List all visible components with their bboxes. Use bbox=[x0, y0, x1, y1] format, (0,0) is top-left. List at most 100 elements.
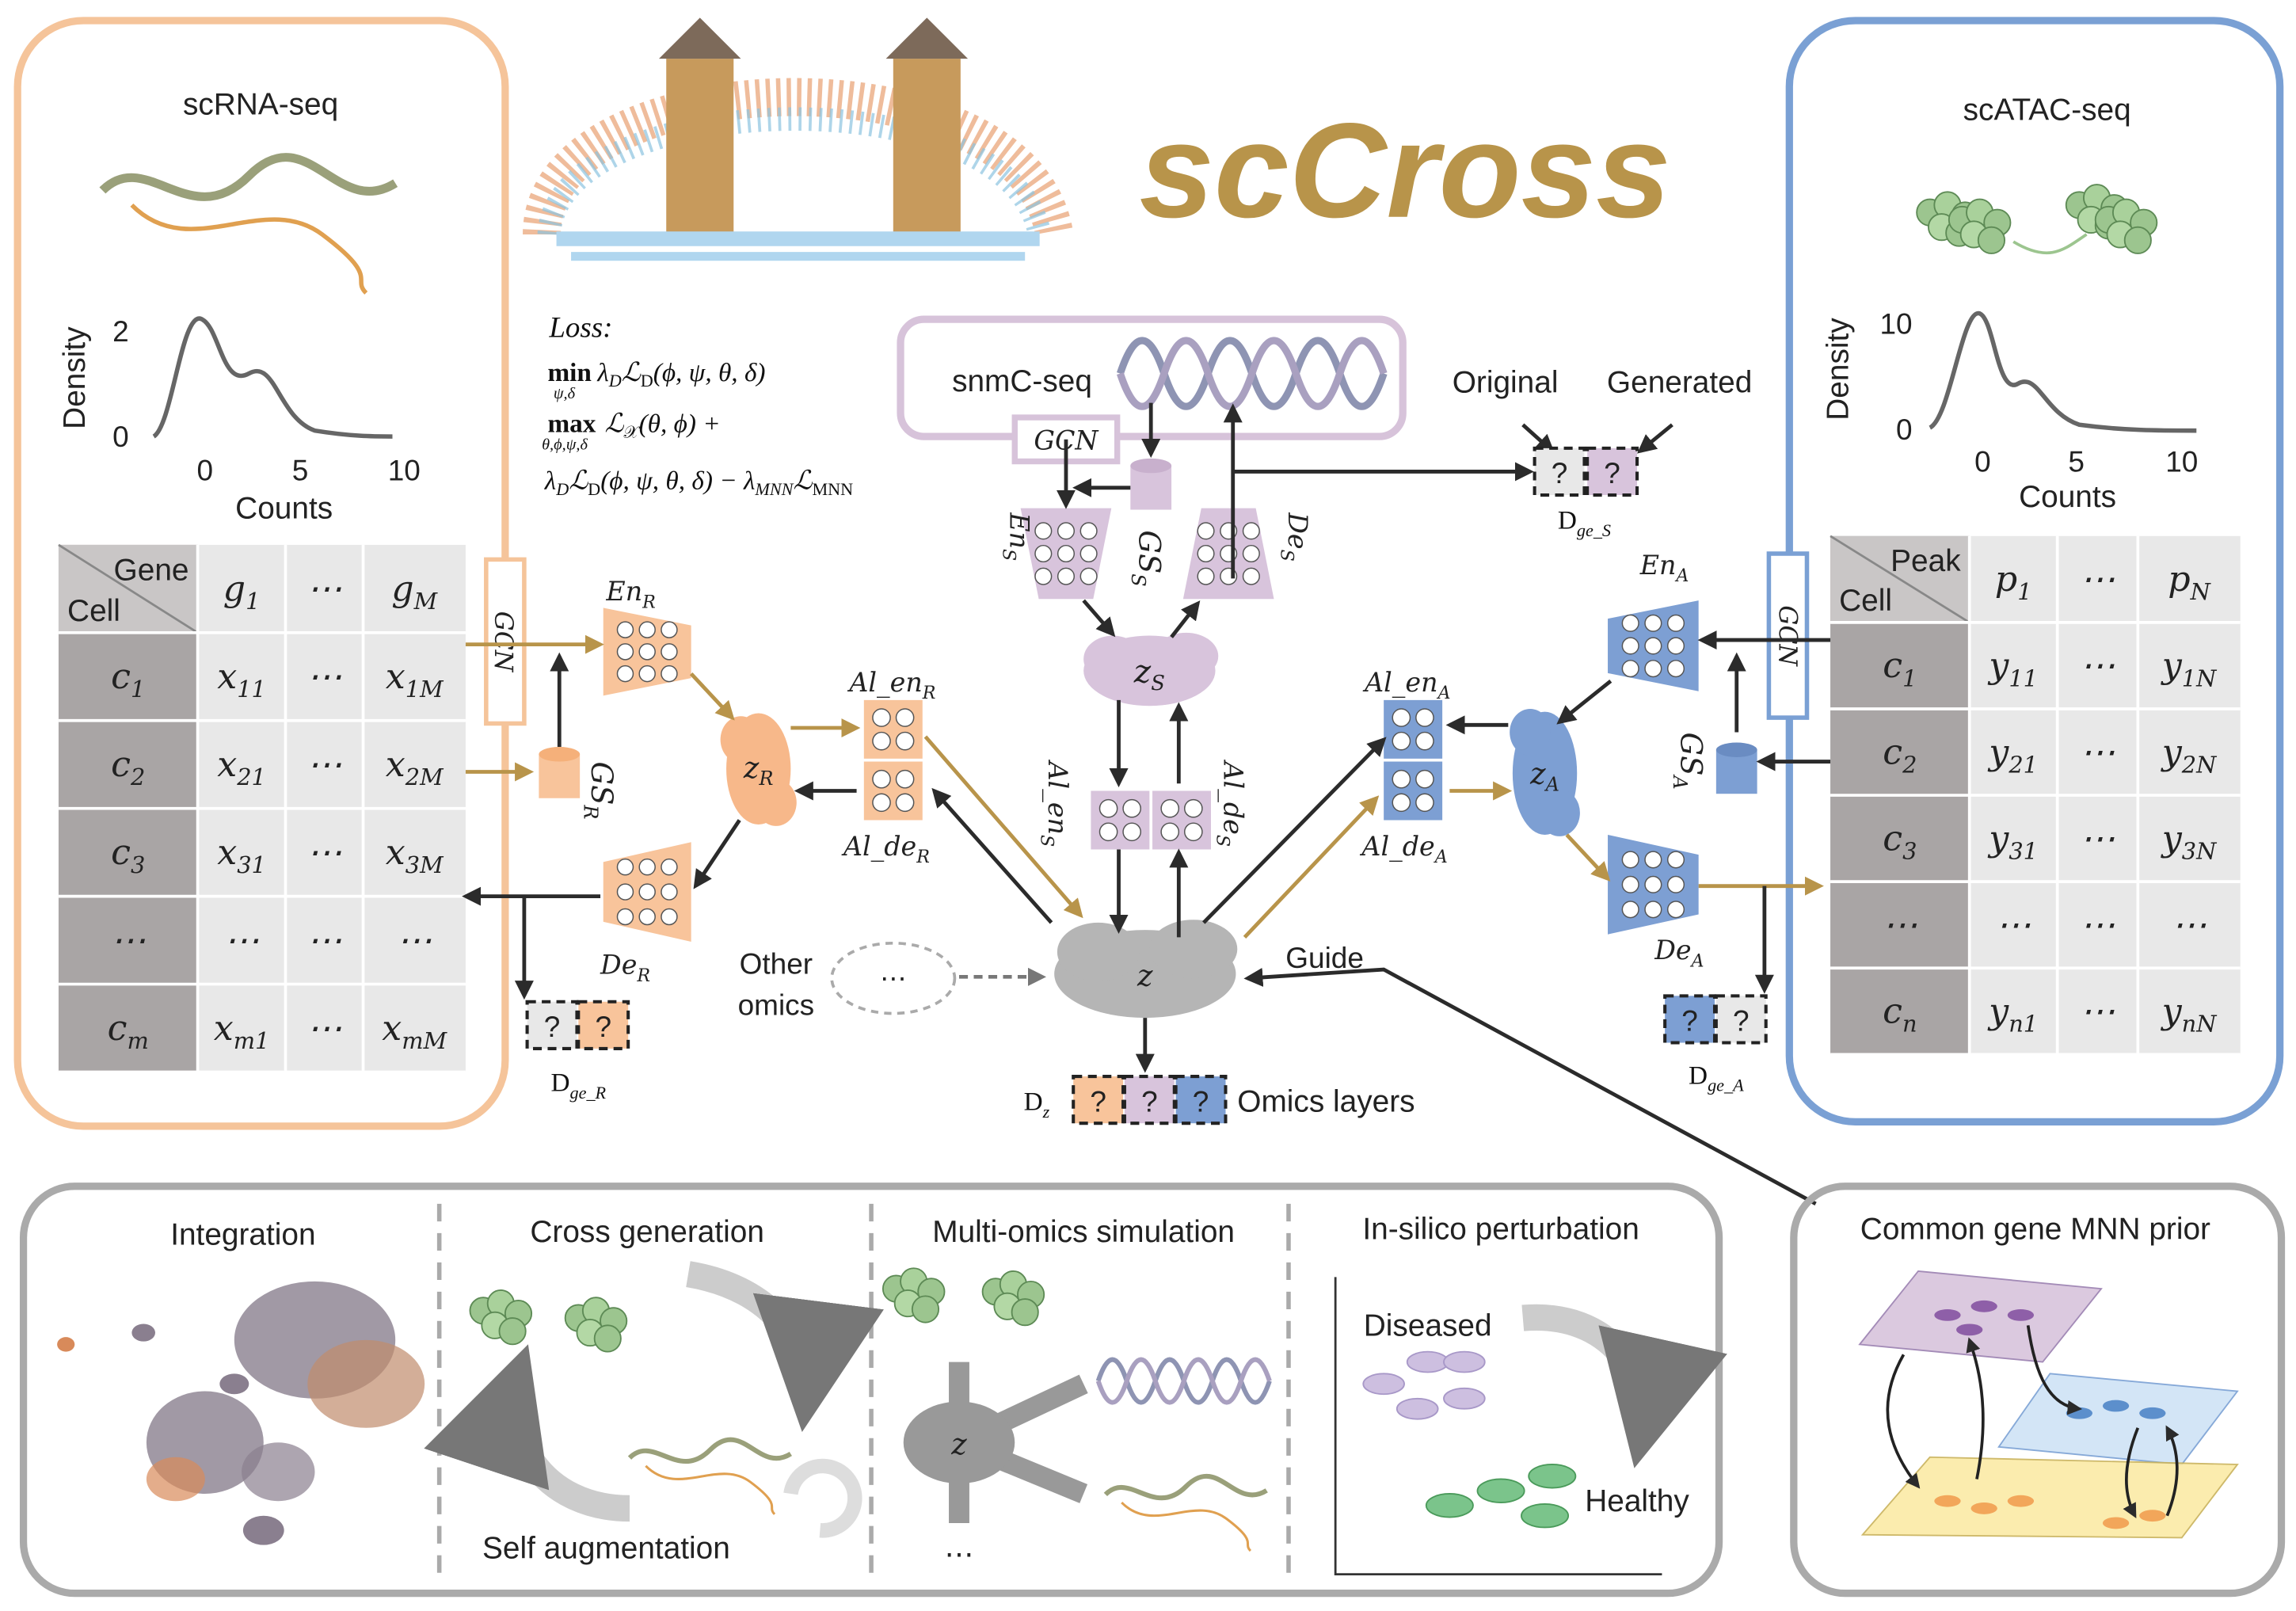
al-en-a-block bbox=[1384, 699, 1443, 759]
guide-label: Guide bbox=[1285, 942, 1364, 974]
rna-density-ylabel: Density bbox=[58, 326, 92, 429]
mnn-prior-panel bbox=[1790, 1183, 2286, 1598]
atac-density-xlabel: Counts bbox=[2019, 480, 2116, 514]
column-header: p1 bbox=[1995, 559, 2032, 605]
row-cell-id: c3 bbox=[111, 832, 145, 878]
atac-xtick: 10 bbox=[2165, 445, 2198, 478]
z-s-label: zS bbox=[1133, 653, 1165, 695]
table-value: y1N bbox=[2161, 646, 2218, 691]
atac-density-plot: Density 10 0 0 5 10 Counts bbox=[1821, 308, 2198, 514]
table-value: ⋯ bbox=[2080, 646, 2115, 686]
rna-xtick: 0 bbox=[197, 455, 214, 487]
svg-text:λDℒD(ϕ, ψ, θ, δ) − λMNNℒMNN: λDℒD(ϕ, ψ, θ, δ) − λMNNℒMNN bbox=[544, 467, 853, 499]
column-header: g1 bbox=[223, 569, 261, 615]
table-value: x2M bbox=[386, 745, 444, 790]
gs-s-label: GSS bbox=[1127, 530, 1166, 586]
al-en-r-block bbox=[863, 699, 923, 759]
table-value: yn1 bbox=[1987, 992, 2038, 1038]
table-value: x11 bbox=[217, 657, 266, 703]
chromatin-icon bbox=[1916, 184, 2158, 255]
table-value: y3N bbox=[2161, 818, 2218, 864]
de-r-decoder-label: DeR bbox=[600, 950, 650, 986]
en-a-encoder bbox=[1608, 600, 1699, 691]
bridge-illustration bbox=[523, 17, 1073, 261]
omics-layers-label: Omics layers bbox=[1237, 1084, 1415, 1118]
table-value: ⋯ bbox=[397, 920, 432, 961]
al-en-r-label: Al_enR bbox=[847, 667, 935, 703]
column-header: ⋯ bbox=[307, 569, 341, 609]
z-r-cloud bbox=[720, 713, 797, 826]
svg-text:?: ? bbox=[1604, 457, 1620, 489]
table-value: ⋯ bbox=[2080, 905, 2115, 945]
rna-density-plot: Density 2 0 0 5 10 Counts bbox=[58, 315, 421, 526]
corner-top-label: Gene bbox=[114, 553, 189, 587]
d-ge-r-original-box: ? bbox=[525, 1000, 579, 1050]
svg-text:?: ? bbox=[1141, 1085, 1158, 1118]
other-omics-line1: Other bbox=[740, 948, 813, 981]
al-de-a-label: Al_deA bbox=[1359, 831, 1447, 867]
table-value: x1M bbox=[386, 657, 444, 703]
table-value: ynN bbox=[2161, 992, 2218, 1038]
z-a-label: zA bbox=[1529, 756, 1559, 795]
d-ge-r-label: Dge_R bbox=[550, 1068, 606, 1103]
row-cell-id: cn bbox=[1883, 992, 1917, 1038]
table-value: ⋯ bbox=[224, 920, 259, 961]
rna-density-curve bbox=[152, 316, 393, 439]
al-de-s-label: Al_deS bbox=[1212, 760, 1248, 847]
row-cell-id: c1 bbox=[111, 657, 145, 703]
mnn-layers-illustration bbox=[1858, 1270, 2239, 1539]
rna-gcn-label: GCN bbox=[489, 611, 517, 673]
table-value: ⋯ bbox=[307, 1008, 341, 1049]
corner-diagonal bbox=[1830, 535, 1970, 624]
table-value: xm1 bbox=[214, 1008, 270, 1054]
svg-text:?: ? bbox=[1552, 457, 1568, 489]
de-s-decoder-label: DeS bbox=[1277, 512, 1313, 562]
d-ge-s-generated-box: ? bbox=[1586, 446, 1639, 497]
column-header: ⋯ bbox=[2080, 559, 2115, 600]
table-value: ⋯ bbox=[307, 745, 341, 785]
row-cell-id: c1 bbox=[1883, 646, 1917, 691]
d-ge-s-label: Dge_S bbox=[1558, 506, 1611, 540]
al-en-a-label: Al_enA bbox=[1362, 667, 1450, 703]
d-ge-s-original-box: ? bbox=[1533, 446, 1586, 497]
app-title: scCross bbox=[1139, 96, 1670, 246]
gs-a-database-icon bbox=[1715, 742, 1757, 794]
table-value: ⋯ bbox=[2080, 732, 2115, 772]
d-ge-a-original-box: ? bbox=[1714, 994, 1768, 1045]
table-value: x31 bbox=[217, 832, 266, 878]
en-r-encoder-label: EnR bbox=[605, 576, 655, 612]
d-ge-r-generated-box: ? bbox=[577, 1000, 630, 1050]
de-a-decoder-label: DeA bbox=[1654, 935, 1704, 971]
gs-r-label: GSR bbox=[580, 762, 619, 820]
atac-ytick: 10 bbox=[1879, 308, 1912, 341]
rna-ytick: 2 bbox=[112, 315, 129, 348]
corner-top-label: Peak bbox=[1890, 544, 1961, 578]
generated-label: Generated bbox=[1607, 366, 1752, 400]
flow-arrows bbox=[462, 402, 1831, 1206]
row-cell-id: c3 bbox=[1883, 818, 1917, 864]
other-omics-line2: omics bbox=[738, 988, 815, 1021]
self-augmentation-label: Self augmentation bbox=[482, 1531, 730, 1565]
cross-generation-illustration bbox=[424, 1261, 884, 1538]
atac-density-ylabel: Density bbox=[1821, 318, 1855, 421]
al-de-a-block bbox=[1384, 761, 1443, 821]
perturbation-plot bbox=[1334, 1277, 1727, 1576]
snmc-label: snmC-seq bbox=[952, 364, 1092, 398]
table-value: ⋯ bbox=[2080, 992, 2115, 1032]
atac-gcn-box bbox=[1766, 551, 1810, 720]
d-ge-a-generated-box: ? bbox=[1663, 994, 1717, 1045]
multi-omics-simulation-illustration bbox=[881, 1267, 1270, 1551]
table-value: ⋯ bbox=[307, 920, 341, 961]
rna-ytick: 0 bbox=[112, 421, 129, 453]
integration-title: Integration bbox=[170, 1218, 315, 1252]
table-value: x21 bbox=[217, 745, 266, 790]
al-en-s-label: Al_enS bbox=[1037, 760, 1073, 847]
d-z-snmc-box: ? bbox=[1122, 1075, 1176, 1125]
table-value: ⋯ bbox=[1996, 905, 2031, 945]
d-ge-a-label: Dge_A bbox=[1689, 1061, 1744, 1095]
